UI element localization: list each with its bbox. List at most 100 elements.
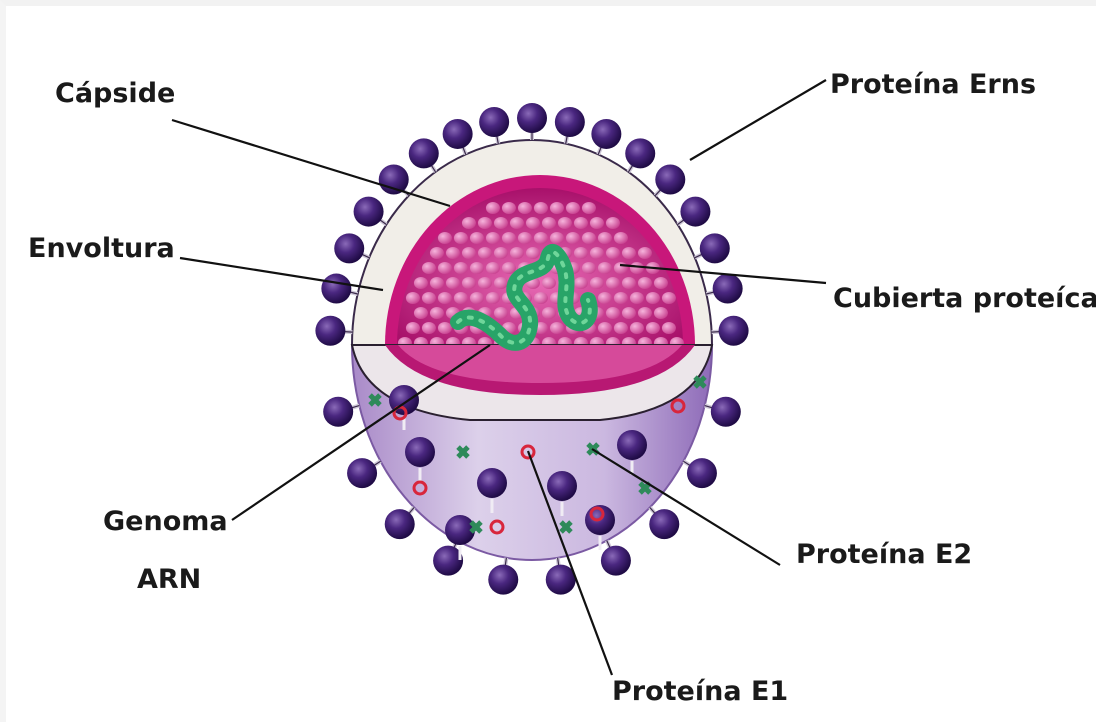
- capsid-bead: [494, 277, 508, 289]
- erns-spike-head: [479, 107, 509, 137]
- capsid-bead: [534, 292, 548, 304]
- capsid-bead: [422, 292, 436, 304]
- capsid-bead: [550, 232, 564, 244]
- erns-spike-head: [334, 233, 364, 263]
- capsid-bead: [638, 277, 652, 289]
- erns-spike-head: [649, 509, 679, 539]
- capsid-bead: [462, 217, 476, 229]
- capsid-bead: [614, 262, 628, 274]
- capsid-bead: [454, 262, 468, 274]
- e-spike-head: [547, 471, 577, 501]
- capsid-bead: [606, 217, 620, 229]
- capsid-bead: [598, 322, 612, 334]
- capsid-bead: [598, 262, 612, 274]
- capsid-bead: [654, 307, 668, 319]
- label-proteina-e1: Proteína E1: [612, 676, 788, 707]
- capsid-bead: [566, 202, 580, 214]
- capsid-bead: [542, 217, 556, 229]
- capsid-bead: [526, 247, 540, 259]
- capsid-bead: [470, 232, 484, 244]
- capsid-bead: [406, 292, 420, 304]
- capsid-bead: [574, 217, 588, 229]
- leader-erns: [690, 80, 826, 160]
- erns-spike-head: [488, 565, 518, 595]
- label-cubierta-proteica: Cubierta proteíca: [833, 283, 1096, 314]
- erns-spike-head: [517, 103, 547, 133]
- capsid-bead: [646, 322, 660, 334]
- erns-spike-head: [687, 458, 717, 488]
- capsid-bead: [414, 277, 428, 289]
- capsid-bead: [574, 277, 588, 289]
- erns-spike-head: [354, 197, 384, 227]
- capsid-bead: [502, 232, 516, 244]
- capsid-bead: [494, 247, 508, 259]
- capsid-bead: [598, 232, 612, 244]
- capsid-bead: [614, 232, 628, 244]
- capsid-bead: [582, 202, 596, 214]
- capsid-bead: [502, 202, 516, 214]
- capsid-bead: [590, 247, 604, 259]
- capsid-bead: [590, 277, 604, 289]
- capsid-bead: [486, 292, 500, 304]
- capsid-bead: [574, 247, 588, 259]
- capsid-bead: [438, 262, 452, 274]
- capsid-bead: [550, 202, 564, 214]
- capsid-bead: [478, 247, 492, 259]
- capsid-bead: [478, 217, 492, 229]
- e-spike-head: [477, 468, 507, 498]
- erns-spike-head: [321, 274, 351, 304]
- capsid-bead: [598, 292, 612, 304]
- capsid-bead: [590, 217, 604, 229]
- erns-spike-head: [315, 316, 345, 346]
- label-genoma: Genoma: [103, 506, 228, 537]
- label-capside: Cápside: [55, 78, 175, 109]
- capsid-bead: [454, 232, 468, 244]
- capsid-bead: [582, 262, 596, 274]
- erns-spike-head: [347, 458, 377, 488]
- capsid-bead: [646, 292, 660, 304]
- capsid-bead: [430, 247, 444, 259]
- capsid-bead: [566, 232, 580, 244]
- capsid-bead: [422, 322, 436, 334]
- e-spike-head: [405, 437, 435, 467]
- capsid-bead: [526, 217, 540, 229]
- capsid-bead: [542, 307, 556, 319]
- capsid-bead: [654, 277, 668, 289]
- erns-spike-head: [700, 233, 730, 263]
- capsid-bead: [510, 247, 524, 259]
- capsid-bead: [462, 277, 476, 289]
- erns-spike-head: [409, 138, 439, 168]
- erns-spike-head: [655, 165, 685, 195]
- capsid-bead: [614, 322, 628, 334]
- capsid-bead: [454, 292, 468, 304]
- capsid-bead: [622, 247, 636, 259]
- erns-spike-head: [625, 138, 655, 168]
- capsid-bead: [550, 322, 564, 334]
- capsid-bead: [430, 277, 444, 289]
- capsid-bead: [606, 307, 620, 319]
- capsid-bead: [446, 247, 460, 259]
- capsid-bead: [662, 322, 676, 334]
- erns-spike-head: [711, 397, 741, 427]
- erns-spike-head: [719, 316, 749, 346]
- label-proteina-e2: Proteína E2: [796, 539, 972, 570]
- capsid-bead: [534, 232, 548, 244]
- erns-spike-head: [591, 119, 621, 149]
- capsid-bead: [630, 322, 644, 334]
- capsid-bead: [470, 262, 484, 274]
- e-spike-head: [617, 430, 647, 460]
- capsid-bead: [422, 262, 436, 274]
- erns-spike-head: [385, 509, 415, 539]
- erns-spike-head: [555, 107, 585, 137]
- capsid-bead: [430, 307, 444, 319]
- capsid-bead: [486, 202, 500, 214]
- erns-spike-head: [379, 165, 409, 195]
- capsid-bead: [470, 292, 484, 304]
- capsid-bead: [414, 307, 428, 319]
- capsid-bead: [622, 277, 636, 289]
- erns-spike-head: [443, 119, 473, 149]
- capsid-bead: [494, 217, 508, 229]
- capsid-bead: [510, 217, 524, 229]
- capsid-bead: [486, 232, 500, 244]
